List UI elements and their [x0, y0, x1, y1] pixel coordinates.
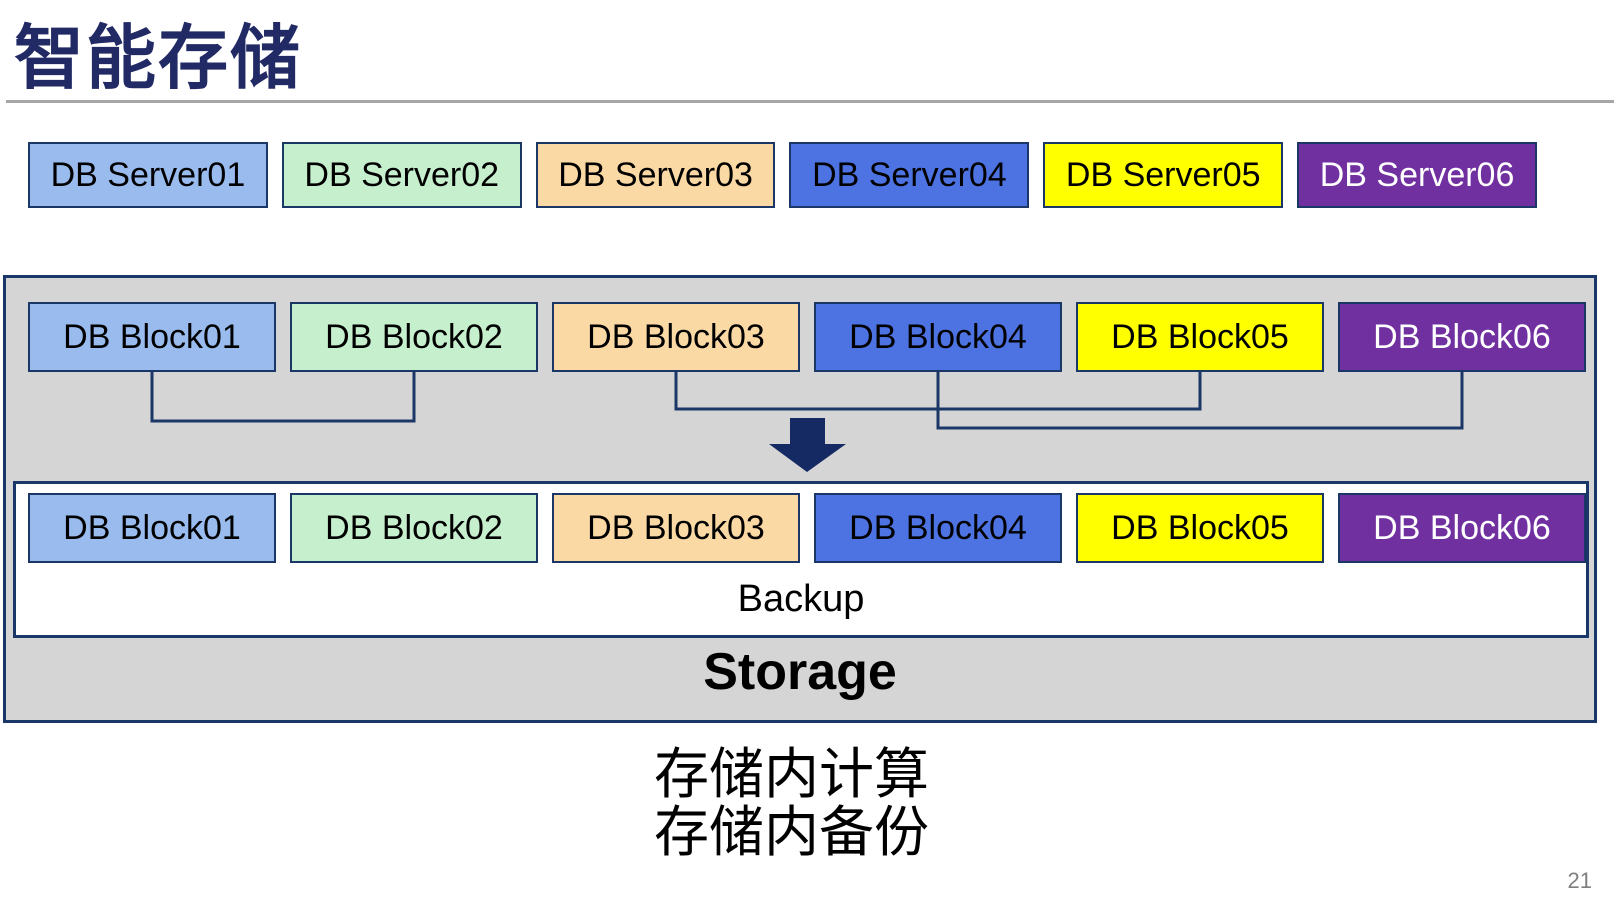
- db-block-bottom-06: DB Block06: [1338, 493, 1586, 563]
- page-title: 智能存储: [14, 19, 302, 97]
- db-block-top-02: DB Block02: [290, 302, 538, 372]
- db-server-03: DB Server03: [535, 142, 776, 208]
- title-divider: [6, 100, 1614, 103]
- db-block-row-bottom: DB Block01 DB Block02 DB Block03 DB Bloc…: [28, 493, 1586, 563]
- backup-container: DB Block01 DB Block02 DB Block03 DB Bloc…: [13, 481, 1589, 638]
- storage-label: Storage: [703, 643, 897, 701]
- db-block-bottom-05: DB Block05: [1076, 493, 1324, 563]
- db-server-02: DB Server02: [281, 142, 522, 208]
- db-block-top-06: DB Block06: [1338, 302, 1586, 372]
- caption-line-1: 存储内计算: [654, 743, 930, 805]
- db-block-bottom-03: DB Block03: [552, 493, 800, 563]
- backup-label: Backup: [737, 578, 865, 620]
- db-block-bottom-01: DB Block01: [28, 493, 276, 563]
- caption-line-2: 存储内备份: [654, 801, 930, 864]
- db-server-06: DB Server06: [1297, 142, 1537, 208]
- db-block-top-01: DB Block01: [28, 302, 276, 372]
- db-server-01: DB Server01: [28, 142, 268, 208]
- db-block-top-04: DB Block04: [814, 302, 1062, 372]
- db-block-bottom-02: DB Block02: [290, 493, 538, 563]
- db-block-top-03: DB Block03: [552, 302, 800, 372]
- db-block-top-05: DB Block05: [1076, 302, 1324, 372]
- db-block-bottom-04: DB Block04: [814, 493, 1062, 563]
- page-number: 21: [1567, 868, 1592, 893]
- storage-container: DB Block01 DB Block02 DB Block03 DB Bloc…: [3, 275, 1597, 723]
- caption: 存储内计算 存储内备份: [654, 745, 929, 862]
- db-block-row-top: DB Block01 DB Block02 DB Block03 DB Bloc…: [28, 302, 1586, 372]
- db-server-05: DB Server05: [1043, 142, 1284, 208]
- db-server-row: DB Server01 DB Server02 DB Server03 DB S…: [28, 142, 1537, 208]
- db-server-04: DB Server04: [789, 142, 1030, 208]
